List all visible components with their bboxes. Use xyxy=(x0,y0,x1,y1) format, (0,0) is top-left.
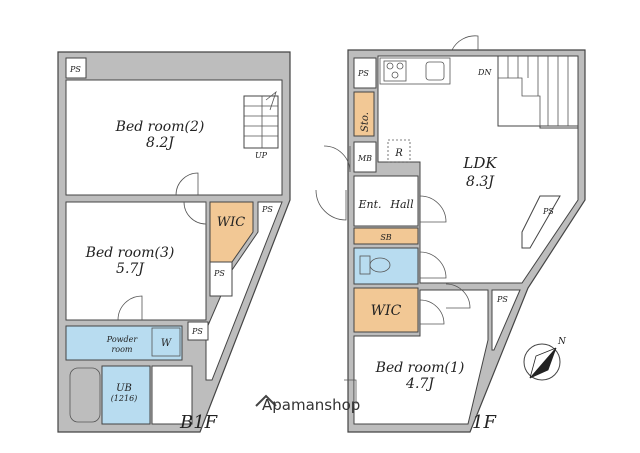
b1f-ps-label-3: PS xyxy=(213,269,225,278)
f1-kitchen-counter xyxy=(379,57,451,85)
f1-bedroom1 xyxy=(353,289,489,425)
b1f-wm-pan xyxy=(151,327,181,357)
f1-wic xyxy=(353,287,419,333)
b1f-floor-label: B1F xyxy=(179,412,219,433)
f1-entrance-hall xyxy=(353,175,419,227)
b1f-ub-size: (1216) xyxy=(111,394,138,403)
f1-entrance-door xyxy=(451,35,479,51)
b1f-powder-line1: Powder xyxy=(106,335,139,344)
f1-storage-label: Sto. xyxy=(360,112,371,132)
b1f-powder-line2: room xyxy=(111,345,132,354)
b1f-corridor xyxy=(205,201,283,381)
watermark-text: Apamanshop xyxy=(262,396,360,414)
f1-mb-label: MB xyxy=(357,154,372,163)
f1-sb-label: SB xyxy=(380,233,391,242)
b1f-stairs xyxy=(243,90,279,149)
b1f-ps-label-1: PS xyxy=(69,65,81,74)
b1f-ps-box-top xyxy=(65,57,87,79)
b1f-plan xyxy=(57,51,291,433)
f1-ps-label-1: PS xyxy=(357,69,369,78)
f1-ldk-size: 8.3J xyxy=(466,174,495,190)
f1-plan xyxy=(315,35,586,433)
f1-door-mb xyxy=(323,145,351,173)
b1f-wic-label: WIC xyxy=(217,215,245,230)
f1-fridge xyxy=(387,139,411,163)
watermark-roof-icon xyxy=(255,394,277,407)
f1-bedroom1-size: 4.7J xyxy=(405,376,435,392)
b1f-ps-box-low xyxy=(187,321,209,341)
f1-floor-label: 1F xyxy=(472,412,497,433)
compass-north-label: N xyxy=(557,337,567,347)
f1-ps-box-low xyxy=(491,289,521,351)
watermark: Apamanshop xyxy=(255,394,360,414)
b1f-door-bedroom3a xyxy=(183,201,207,225)
f1-sb xyxy=(353,227,419,245)
f1-ent-label: Ent. xyxy=(357,198,381,211)
b1f-powder-room xyxy=(65,325,183,361)
f1-door-ent xyxy=(315,189,347,221)
b1f-door-bedroom3b xyxy=(117,295,143,321)
b1f-bedroom3 xyxy=(65,201,207,321)
f1-door-wic xyxy=(419,299,445,325)
b1f-bedroom3-name: Bed room(3) xyxy=(85,245,175,261)
b1f-ps-box-mid xyxy=(209,261,233,297)
f1-fridge-label: R xyxy=(394,148,403,159)
f1-mb xyxy=(353,141,377,173)
f1-door-toilet xyxy=(419,251,447,279)
f1-window-bedroom1 xyxy=(344,379,357,404)
b1f-stairs-label: UP xyxy=(255,151,268,160)
f1-storage xyxy=(353,91,375,137)
b1f-hall-lower xyxy=(151,365,193,425)
f1-door-bedroom1 xyxy=(445,283,471,309)
f1-sink xyxy=(425,61,445,81)
f1-toilet xyxy=(353,247,419,285)
b1f-bedroom3-size: 5.7J xyxy=(116,261,145,277)
f1-ldk-name: LDK xyxy=(462,154,497,172)
b1f-bedroom2-size: 8.2J xyxy=(146,135,175,151)
f1-stairs-label: DN xyxy=(477,68,492,77)
f1-stairs xyxy=(497,55,579,127)
north-compass xyxy=(523,343,561,381)
b1f-door-bedroom2 xyxy=(175,172,199,196)
f1-wic-label: WIC xyxy=(371,303,402,319)
f1-ps-label-2: PS xyxy=(542,207,554,216)
b1f-bedroom2-name: Bed room(2) xyxy=(115,119,205,135)
f1-ps-box-top xyxy=(353,57,377,89)
b1f-ub xyxy=(101,365,151,425)
b1f-wic xyxy=(209,201,254,263)
f1-door-hall xyxy=(419,195,447,223)
b1f-bathtub xyxy=(69,367,101,423)
f1-hall-label: Hall xyxy=(389,198,414,211)
f1-bedroom1-name: Bed room(1) xyxy=(375,360,465,376)
f1-ps-box-right xyxy=(521,195,561,249)
b1f-ub-name: UB xyxy=(116,383,132,394)
f1-ps-label-3: PS xyxy=(496,295,508,304)
b1f-ps-label-2: PS xyxy=(261,205,273,214)
f1-stove xyxy=(383,60,407,82)
b1f-ps-label-4: PS xyxy=(191,327,203,336)
b1f-wm-label: W xyxy=(161,338,172,349)
